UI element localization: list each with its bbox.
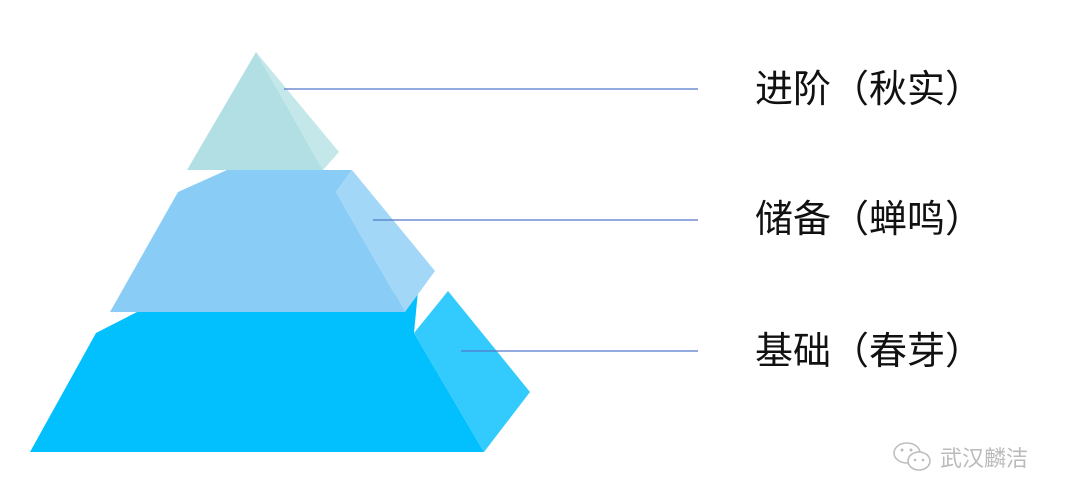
tier-top-front <box>187 52 323 170</box>
tier-middle-side <box>336 170 435 312</box>
tier-base-front <box>30 333 484 452</box>
pyramid-tier-top <box>187 52 339 170</box>
tier-top-side <box>256 52 339 170</box>
pyramid-tier-middle <box>110 170 435 312</box>
label-foundation: 基础（春芽） <box>755 329 984 373</box>
label-advanced: 进阶（秋实） <box>755 67 984 111</box>
tier-base-side <box>414 291 530 452</box>
tier-middle-front <box>110 192 405 312</box>
pyramid-tier-base <box>30 291 530 452</box>
wechat-icon <box>893 442 931 471</box>
watermark: 武汉麟洁 <box>892 440 1028 474</box>
watermark-text: 武汉麟洁 <box>940 447 1029 472</box>
label-reserve: 储备（蝉鸣） <box>755 197 984 241</box>
tier-middle-top <box>178 170 352 192</box>
